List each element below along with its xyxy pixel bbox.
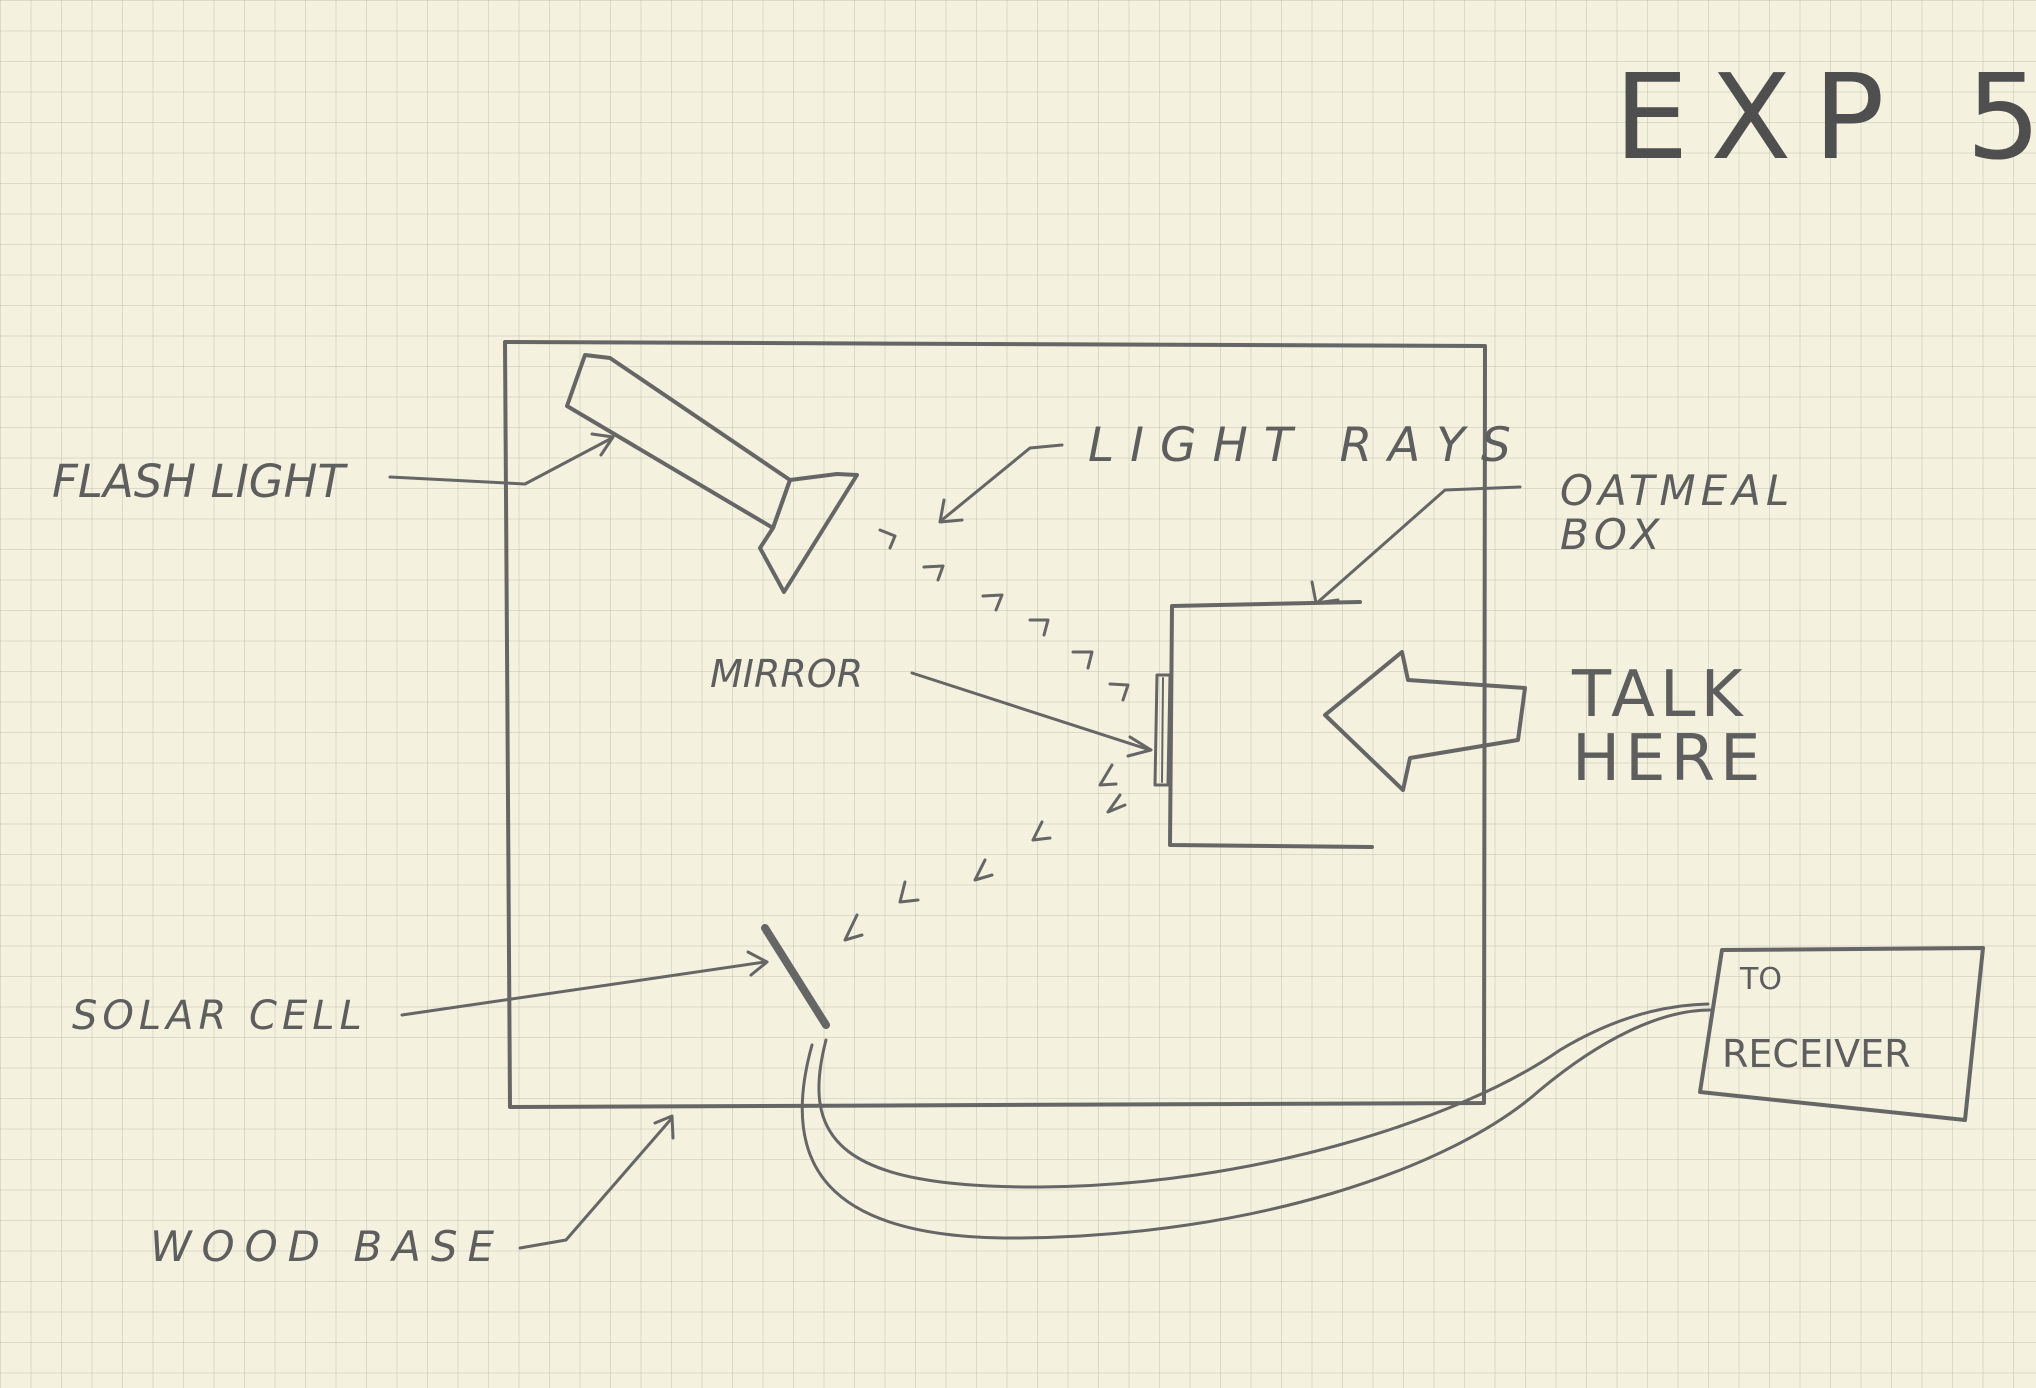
flashlight-label: FLASH LIGHT [52, 455, 345, 508]
mirror-pointer-line [910, 671, 1152, 752]
flashlight-pointer-arrowhead [590, 432, 615, 457]
receiver-wire-outer [800, 1008, 1712, 1240]
incoming-light-rays [878, 528, 1130, 702]
light-rays-pointer-line [940, 443, 1064, 522]
mirror-pointer-arrowhead [1126, 735, 1153, 758]
receiver-label-line2: RECEIVER [1722, 1032, 1911, 1076]
wood-base-pointer-line [518, 1116, 674, 1250]
flashlight-pointer-line [388, 436, 614, 486]
oatmeal-box-label-line2: BOX [1560, 510, 1665, 559]
solar-cell-shape [761, 924, 830, 1029]
wood-base-outline [503, 340, 1487, 1109]
talk-here-label-line2: HERE [1572, 722, 1766, 796]
talk-here-arrow [1323, 650, 1527, 792]
solar-cell-pointer-line [400, 960, 767, 1017]
mirror-shape [1153, 673, 1172, 787]
mirror-label: MIRROR [710, 652, 864, 696]
light-rays-pointer-arrowhead [938, 498, 964, 524]
experiment-title: EXP 5 [1614, 48, 2036, 186]
receiver-label-line1: TO [1740, 962, 1782, 997]
wood-base-label: WOOD BASE [150, 1222, 505, 1271]
receiver-box-outline [1698, 946, 1985, 1122]
receiver-wire-inner [817, 1002, 1710, 1189]
oatmeal-box-pointer-line [1316, 485, 1522, 604]
wood-base-pointer-arrowhead [653, 1114, 675, 1140]
oatmeal-box-outline [1168, 600, 1374, 849]
oatmeal-box-pointer-arrowhead [1310, 580, 1340, 605]
talk-here-label-line1: TALK [1572, 658, 1748, 732]
flashlight-body [565, 353, 792, 530]
solar-cell-label: SOLAR CELL [72, 993, 367, 1039]
oatmeal-box-label-line1: OATMEAL [1560, 466, 1795, 515]
light-rays-label: LIGHT RAYS [1088, 418, 1527, 473]
flashlight-head [758, 472, 859, 594]
solar-cell-pointer-arrowhead [746, 950, 769, 977]
mirror-inner-line [1161, 677, 1164, 783]
reflected-light-rays [843, 763, 1127, 942]
